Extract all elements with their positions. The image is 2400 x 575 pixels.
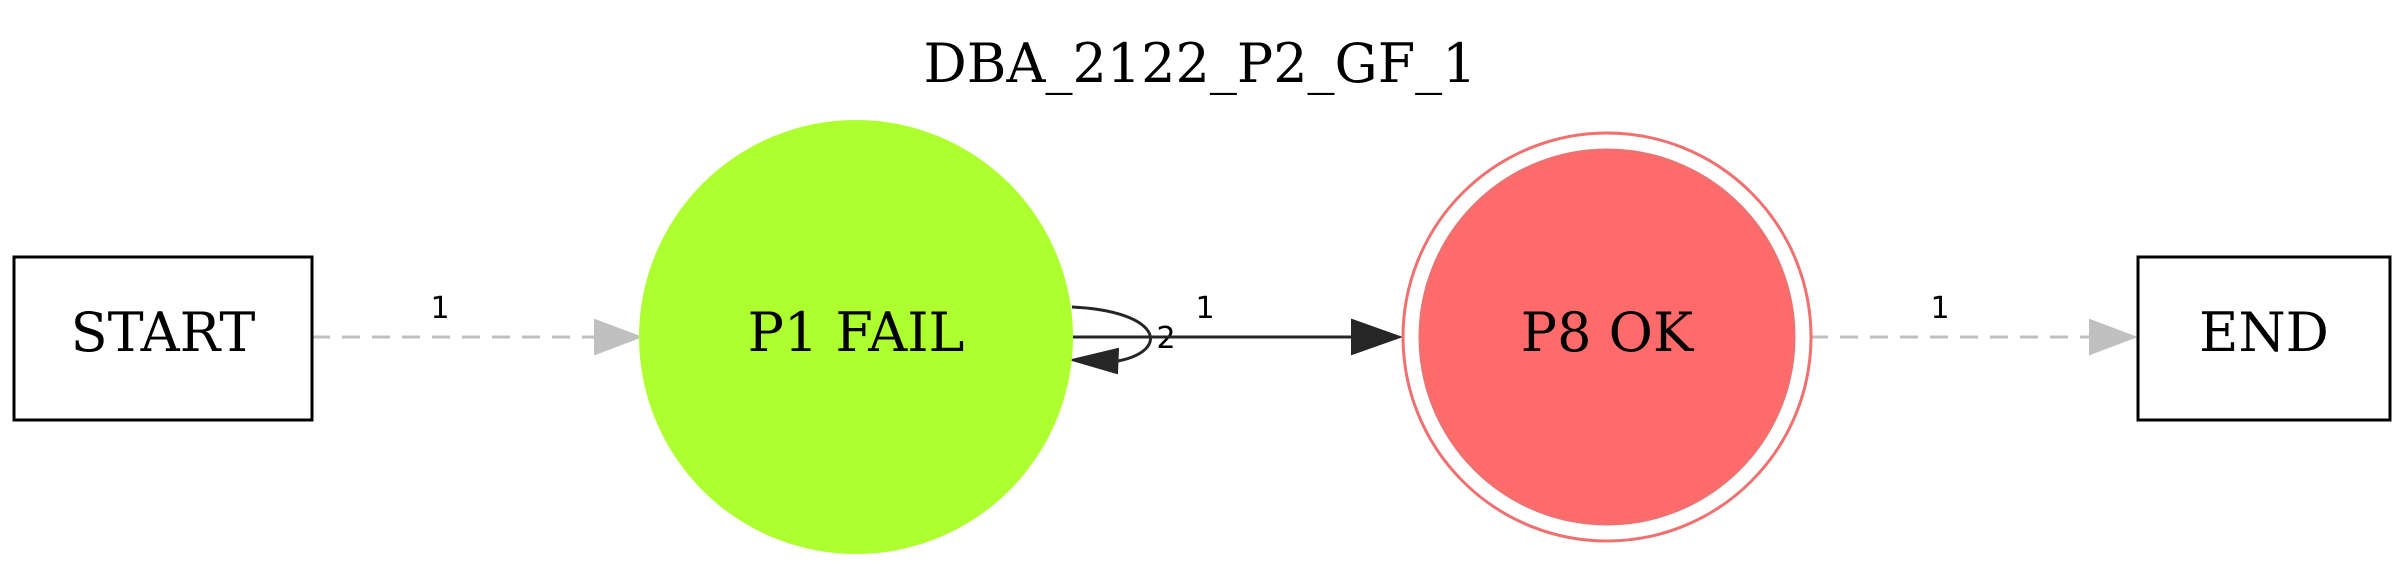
node-p8-ok: P8 OK [1401, 131, 1813, 543]
node-p1-fail: P1 FAIL [639, 120, 1073, 554]
node-p1-fail-label: P1 FAIL [748, 301, 965, 364]
node-end: END [2136, 255, 2392, 422]
node-start-label: START [71, 301, 256, 364]
node-p8-ok-label: P8 OK [1521, 301, 1695, 364]
edge-label-p8-to-end: 1 [1930, 291, 1949, 326]
edge-p8-to-end: 1 [1810, 291, 2138, 356]
edge-label-p1-to-p8: 1 [1195, 291, 1214, 326]
edge-start-to-p1: 1 [312, 291, 643, 356]
edge-p1-self-loop: 2 [1068, 305, 1176, 375]
node-start: START [12, 255, 314, 422]
diagram-title: DBA_2122_P2_GF_1 [923, 32, 1476, 95]
edge-p1-to-p8: 1 [1072, 291, 1403, 356]
node-end-label: END [2199, 301, 2329, 364]
edge-label-start-to-p1: 1 [430, 291, 449, 326]
